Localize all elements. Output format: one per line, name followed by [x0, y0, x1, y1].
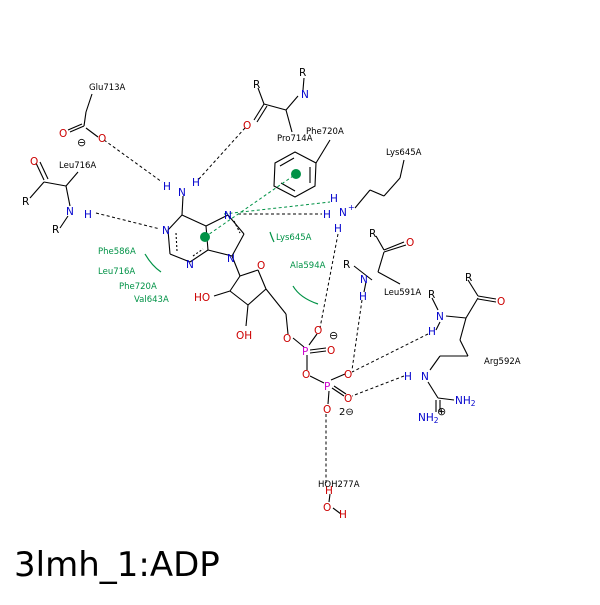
atom-pa-o2: O: [327, 345, 335, 357]
atom-pro-r2: R: [299, 67, 306, 79]
atom-pa-o1: O: [314, 325, 322, 337]
label-glu713: Glu713A: [89, 83, 126, 93]
atom-glu-o1: O: [59, 128, 67, 140]
residue-labels: Glu713A Pro714A Phe720A Lys645A Leu716A …: [59, 83, 521, 490]
pi-centroid-phe720: [291, 169, 301, 179]
atom-leu716-n: N: [66, 206, 74, 218]
atom-glu-o2: O: [98, 133, 106, 145]
atom-arg-o: O: [497, 296, 505, 308]
plus-charge-arg: ⊕: [437, 405, 446, 418]
atom-p-beta: P: [324, 381, 330, 393]
label-leu716: Leu716A: [59, 161, 96, 171]
atom-pro-o: O: [243, 120, 251, 132]
atom-leu591-r2: R: [343, 259, 350, 271]
label-lys645: Lys645A: [386, 148, 422, 158]
atom-leu591-r1: R: [369, 228, 376, 240]
atom-pro-n: N: [301, 89, 309, 101]
atom-leu716-o: O: [30, 156, 38, 168]
atom-pb-o3: O: [323, 404, 331, 416]
atom-water-o: O: [323, 502, 331, 514]
atom-n7: N: [224, 210, 232, 222]
diagram-title: 3lmh_1:ADP: [14, 545, 220, 585]
pi-centroid-adenine: [200, 232, 210, 242]
atom-ring-o: O: [257, 260, 265, 272]
hydrophobic-phe586: Phe586A: [98, 247, 136, 257]
atom-amine-n: N: [178, 187, 186, 199]
minus-charge-pa: ⊖: [329, 329, 338, 342]
atom-water-h2: H: [339, 509, 347, 521]
minus-charge-glu: ⊖: [77, 136, 86, 149]
atom-amine-h1: H: [163, 181, 171, 193]
label-leu591: Leu591A: [384, 288, 421, 298]
atom-oh: OH: [236, 330, 252, 342]
atom-leu591-o: O: [406, 237, 414, 249]
atom-arg-r1: R: [465, 272, 472, 284]
residue-bonds: [29, 77, 497, 515]
atom-water-h1: H: [325, 485, 333, 497]
atom-leu716-h: H: [84, 209, 92, 221]
atom-arg-nh2a: NH2: [455, 395, 476, 408]
atom-arg-r2: R: [428, 289, 435, 301]
charge-2minus: 2⊖: [339, 407, 354, 418]
hydrophobic-labels: Phe586A Leu716A Phe720A Val643A Lys645A …: [98, 233, 326, 305]
atom-lys-plus: +: [348, 203, 355, 212]
hydrophobic-phe720: Phe720A: [119, 282, 157, 292]
atom-ho: HO: [194, 292, 210, 304]
adp-ligand: [167, 195, 347, 405]
hydrophobic-val643: Val643A: [134, 295, 169, 305]
hydrophobic-lys645: Lys645A: [276, 233, 312, 243]
atom-leu591-n: N: [360, 274, 368, 286]
atom-arg-n: N: [436, 311, 444, 323]
atom-arg-h1: H: [428, 326, 436, 338]
atom-leu591-h: H: [359, 291, 367, 303]
atom-bridge-o: O: [302, 369, 310, 381]
hydrophobic-leu716: Leu716A: [98, 267, 135, 277]
atom-leu716-r1: R: [22, 196, 29, 208]
label-arg592: Arg592A: [484, 357, 521, 367]
atom-labels: N N N N N H H O HO OH O P O O O ⊖ P O O …: [22, 67, 505, 521]
hydrogen-bonds: [95, 127, 429, 484]
atom-pb-o2: O: [344, 393, 352, 405]
hydrophobic-arcs: [144, 231, 319, 305]
atom-n3: N: [186, 259, 194, 271]
atom-pro-r1: R: [253, 79, 260, 91]
atom-lys-n: N: [339, 207, 347, 219]
atom-pb-o1: O: [344, 369, 352, 381]
hydrophobic-ala594: Ala594A: [290, 261, 326, 271]
label-phe720: Phe720A: [306, 127, 344, 137]
label-hoh277: HOH277A: [318, 480, 360, 490]
atom-amine-h2: H: [192, 177, 200, 189]
atom-lys-h3: H: [334, 223, 342, 235]
atom-arg-ne: N: [421, 371, 429, 383]
atom-lys-h2: H: [323, 209, 331, 221]
atom-n1: N: [162, 225, 170, 237]
pi-stacking: [200, 169, 331, 242]
atom-n9: N: [227, 253, 235, 265]
atom-arg-h2: H: [404, 371, 412, 383]
atom-arg-nh2b: NH2: [418, 412, 439, 425]
label-pro714: Pro714A: [277, 134, 313, 144]
atom-lys-h1: H: [330, 193, 338, 205]
atom-o5: O: [283, 333, 291, 345]
atom-p-alpha: P: [302, 346, 308, 358]
atom-leu716-r2: R: [52, 224, 59, 236]
